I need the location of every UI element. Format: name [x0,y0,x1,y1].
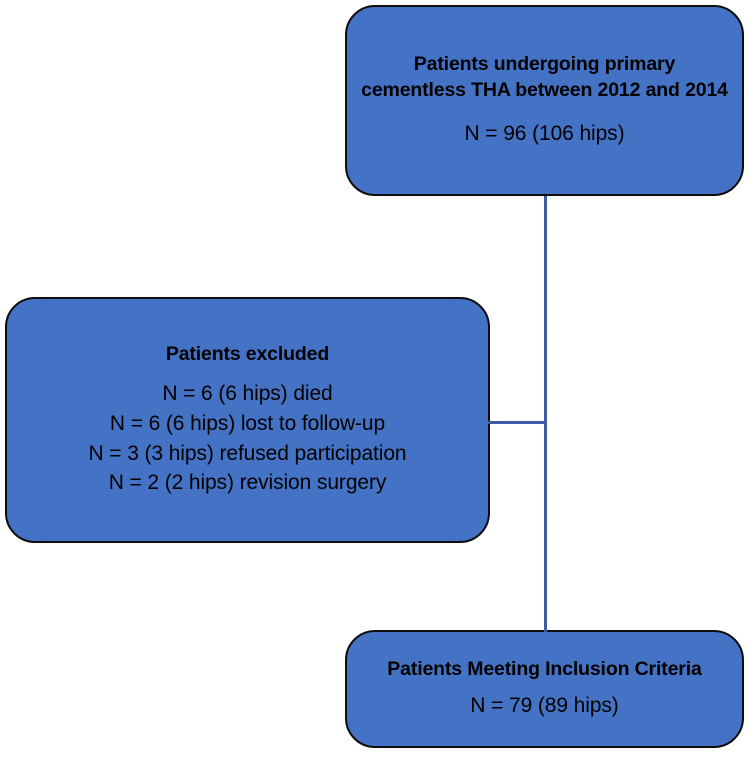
flow-node-cohort: Patients undergoing primary cementless T… [345,5,744,196]
flow-node-excluded: Patients excluded N = 6 (6 hips) died N … [5,297,490,543]
flow-node-cohort-detail: N = 96 (106 hips) [464,121,625,145]
flow-node-included: Patients Meeting Inclusion Criteria N = … [345,630,744,748]
connector-excluded-branch [488,421,546,424]
flow-node-cohort-title: Patients undergoing primary cementless T… [361,53,728,101]
connector-cohort-to-included [544,196,547,632]
flow-node-excluded-title: Patients excluded [165,342,330,365]
flow-node-included-detail: N = 79 (89 hips) [470,693,619,717]
flow-node-excluded-detail: N = 6 (6 hips) died N = 6 (6 hips) lost … [88,382,407,495]
flow-node-included-title: Patients Meeting Inclusion Criteria [387,658,702,681]
